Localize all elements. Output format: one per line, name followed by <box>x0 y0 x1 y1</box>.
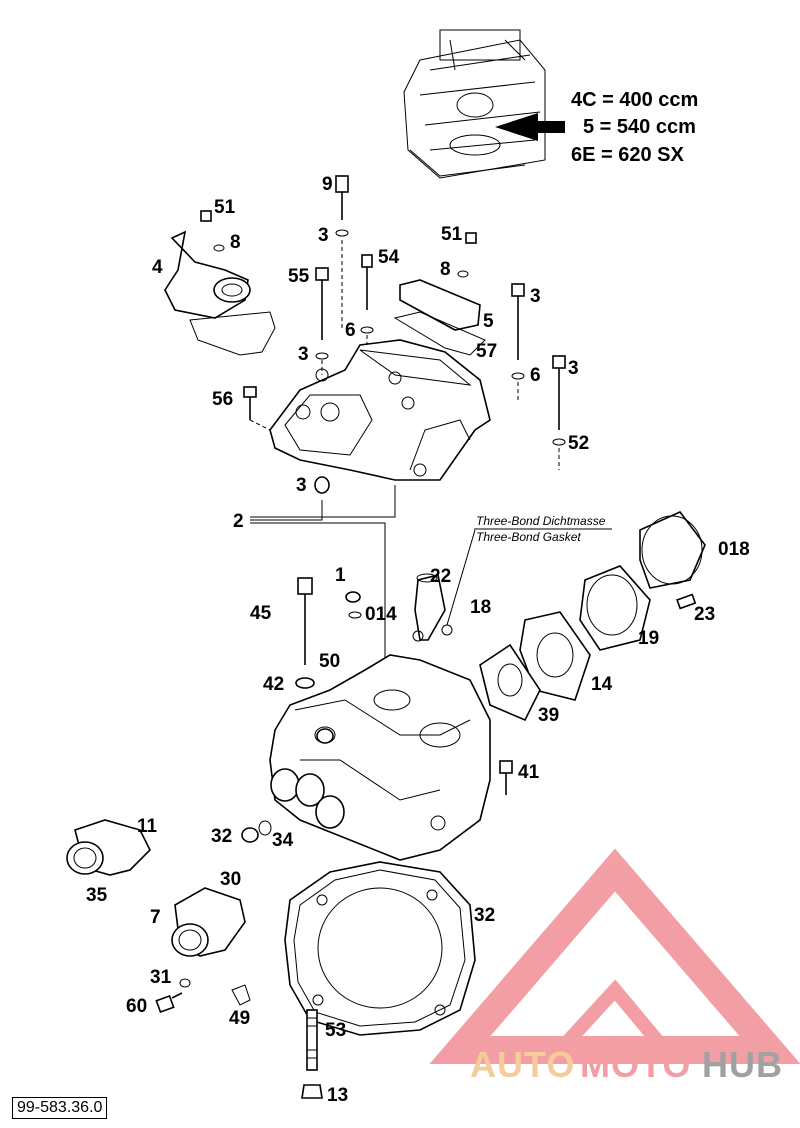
part-label: 60 <box>126 996 147 1017</box>
part-label: 35 <box>86 885 108 906</box>
part-label: 23 <box>694 604 715 625</box>
part-label: 30 <box>220 869 241 890</box>
bolt-11 <box>499 760 513 795</box>
watermark-text-auto: AUTO <box>470 1044 575 1085</box>
plug-22 <box>345 591 362 619</box>
part-label: 4 <box>152 257 163 278</box>
part-label: 6 <box>530 365 541 386</box>
part-label: 52 <box>568 433 589 454</box>
part-label: 34 <box>272 830 294 851</box>
part-label: 18 <box>470 597 491 618</box>
part-label: 6 <box>345 320 356 341</box>
cover-plate <box>393 279 486 356</box>
part-label: 5 <box>483 311 494 332</box>
part-label: 8 <box>440 259 451 280</box>
variant-label: 6E = 620 SX <box>571 144 685 166</box>
part-label: 22 <box>430 566 451 587</box>
part-label: 3 <box>318 225 329 246</box>
drawing-code: 99-583.36.0 <box>12 1097 108 1119</box>
part-label: 32 <box>474 905 495 926</box>
bolt-014 <box>295 577 315 689</box>
part-label: 53 <box>325 1020 346 1041</box>
part-label: 19 <box>638 628 659 649</box>
part-label: 11 <box>137 816 158 837</box>
stud-13-nut-12 <box>301 1009 323 1099</box>
cylinder-head <box>269 654 491 861</box>
part-label: 2 <box>233 511 244 532</box>
part-label: 3 <box>298 344 309 365</box>
part-label: 39 <box>538 705 559 726</box>
part-label: 56 <box>212 389 233 410</box>
part-label: 45 <box>250 603 272 624</box>
part-label: 3 <box>568 358 579 379</box>
bolts-upper <box>200 175 566 494</box>
manifold-31 <box>171 887 246 957</box>
part-label: 3 <box>296 475 307 496</box>
thermostat-housing <box>164 230 276 356</box>
part-label: 7 <box>150 907 161 928</box>
small-parts <box>155 978 251 1014</box>
note-gasket: Three-Bond Gasket <box>476 530 581 544</box>
part-label: 9 <box>322 174 333 195</box>
part-label: 32 <box>211 826 232 847</box>
arrow-icon <box>495 113 565 141</box>
part-label: 31 <box>150 967 172 988</box>
watermark-text-moto: MOTO <box>580 1044 691 1085</box>
watermark-logo: AUTO MOTO HUB <box>429 848 800 1085</box>
part-label: 41 <box>518 762 540 783</box>
part-label: 014 <box>365 604 397 625</box>
part-label: 14 <box>591 674 613 695</box>
intake-parts <box>479 511 706 722</box>
part-label: 57 <box>476 341 497 362</box>
leader-line <box>250 485 396 670</box>
plugs-34-35 <box>241 820 272 843</box>
part-label: 3 <box>530 286 541 307</box>
part-label: 018 <box>718 539 750 560</box>
part-label: 13 <box>327 1085 348 1106</box>
part-label: 51 <box>441 224 463 245</box>
variant-label: 5 = 540 ccm <box>583 116 696 138</box>
part-label: 54 <box>378 247 400 268</box>
watermark-text-hub: HUB <box>702 1044 783 1085</box>
engine-thumbnail <box>403 29 546 179</box>
part-label: 51 <box>214 197 236 218</box>
manifold-30 <box>66 819 151 876</box>
part-label: 8 <box>230 232 241 253</box>
guide-lines <box>249 240 560 470</box>
valve-cover <box>269 339 491 481</box>
part-label: 55 <box>288 266 310 287</box>
head-gasket <box>284 861 476 1036</box>
note-dichtmasse: Three-Bond Dichtmasse <box>476 514 606 528</box>
part-19 <box>316 728 334 744</box>
part-label: 50 <box>319 651 340 672</box>
part-label: 1 <box>335 565 346 586</box>
part-label: 42 <box>263 674 284 695</box>
tube-18 <box>412 529 476 642</box>
part-label: 49 <box>229 1008 250 1029</box>
variant-label: 4C = 400 ccm <box>571 89 698 111</box>
